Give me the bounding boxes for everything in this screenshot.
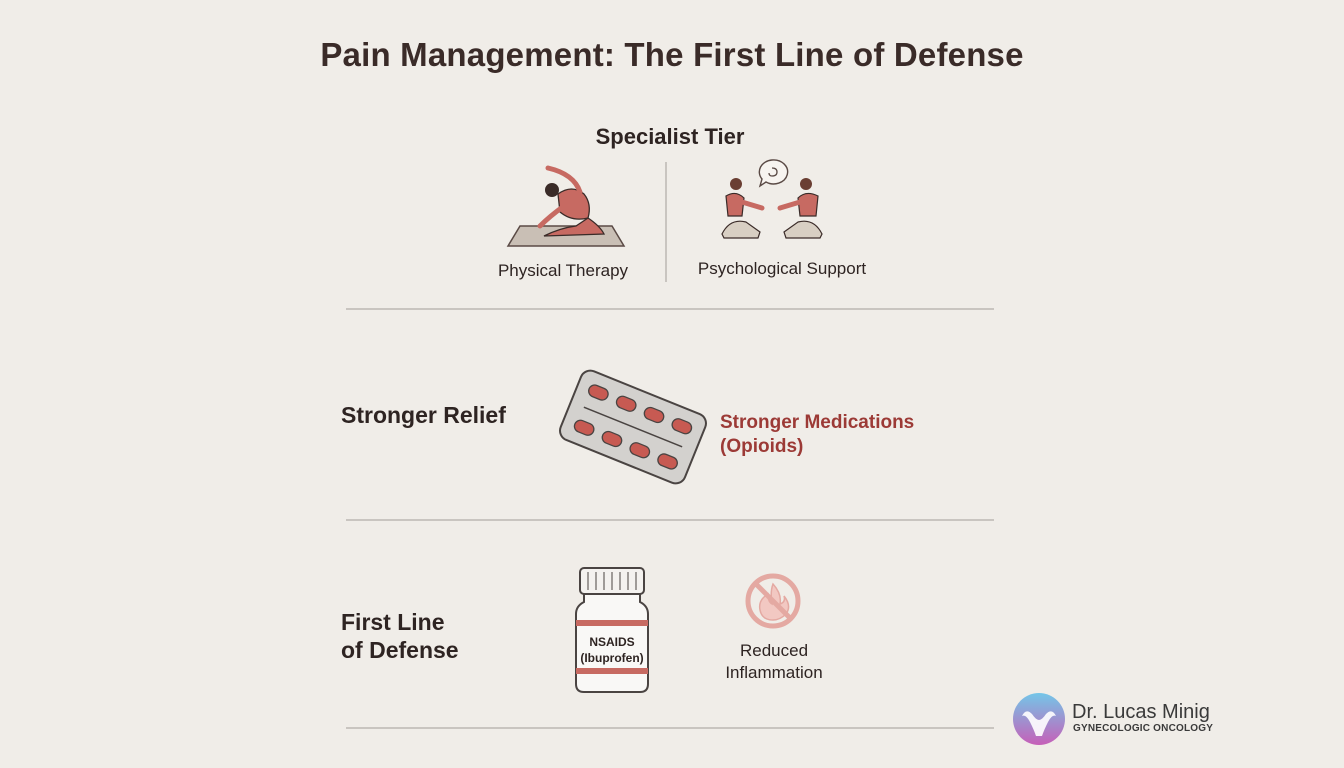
no-fire-icon [745, 573, 801, 629]
reduced-inflammation-line1: Reduced [739, 641, 809, 660]
stronger-medications-line2: (Opioids) [720, 436, 804, 457]
pill-bottle-icon [575, 567, 649, 693]
logo-subtitle: GYNECOLOGIC ONCOLOGY [1073, 723, 1214, 734]
blister-pack-icon [559, 369, 707, 485]
psychological-support-label: Psychological Support [697, 259, 867, 278]
divider-stronger [346, 519, 994, 521]
stronger-medications-label: Stronger Medications (Opioids) [720, 411, 914, 459]
first-line-label-line1: First Line [341, 609, 445, 635]
uterus-logo-icon [1013, 693, 1065, 745]
bottle-label-line2: (Ibuprofen) [580, 651, 644, 665]
reduced-inflammation-line2: Inflammation [725, 663, 823, 682]
physical-therapy-label: Physical Therapy [497, 261, 629, 280]
stronger-relief-label: Stronger Relief [341, 402, 506, 428]
page-title: Pain Management: The First Line of Defen… [320, 36, 1024, 73]
counseling-session-icon [721, 159, 823, 239]
first-line-label: First Line of Defense [341, 608, 459, 664]
bottle-label: NSAIDS (Ibuprofen) [570, 634, 654, 666]
specialist-divider [665, 162, 667, 282]
logo-name: Dr. Lucas Minig [1072, 701, 1210, 723]
specialist-tier-heading: Specialist Tier [595, 124, 745, 149]
divider-specialist [346, 308, 994, 310]
reduced-inflammation-label: Reduced Inflammation [700, 640, 848, 684]
yoga-stretch-icon [506, 165, 626, 247]
stronger-medications-line1: Stronger Medications [720, 412, 915, 433]
first-line-label-line2: of Defense [341, 637, 459, 663]
divider-first-line [346, 727, 994, 729]
bottle-label-line1: NSAIDS [589, 635, 635, 649]
